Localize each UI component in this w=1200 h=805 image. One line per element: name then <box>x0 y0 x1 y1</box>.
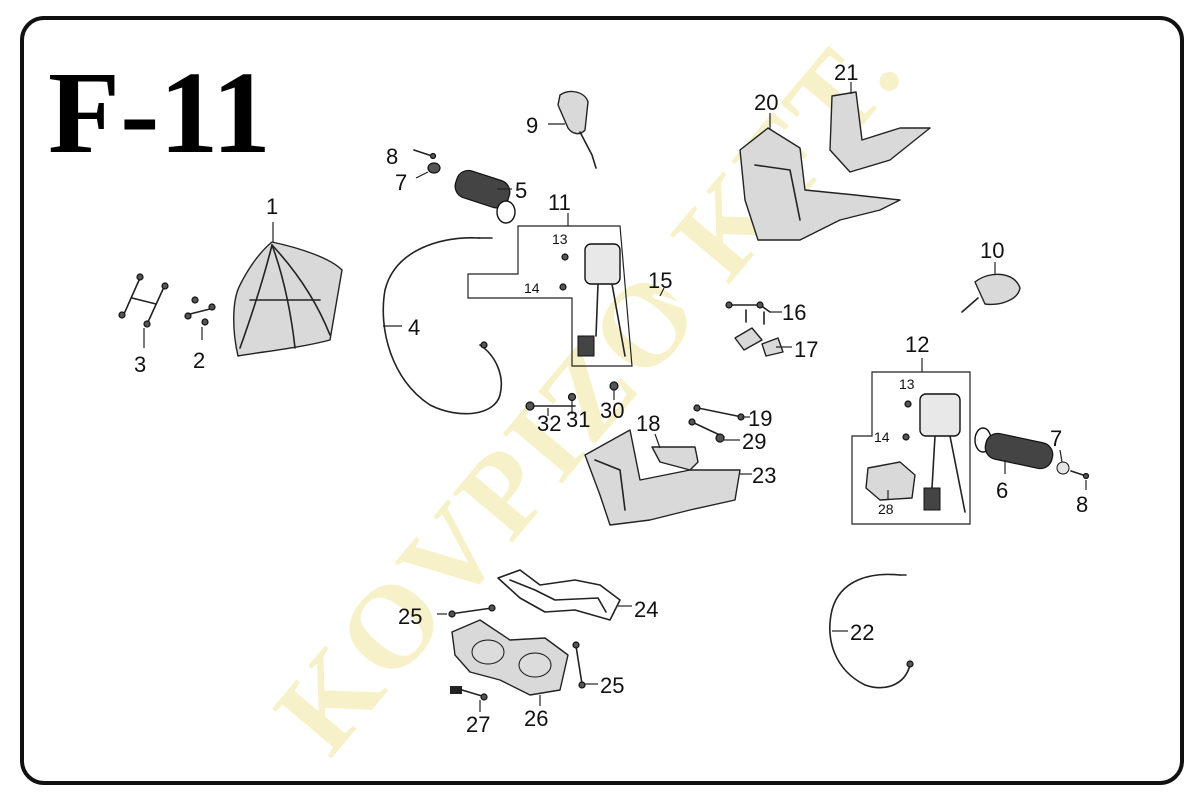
part-9-mirror <box>557 90 597 169</box>
callout-23: 23 <box>752 463 776 488</box>
callout-8-right: 8 <box>1076 492 1088 517</box>
callout-24: 24 <box>634 597 658 622</box>
callout-11: 11 <box>548 190 571 215</box>
callout-14-right: 14 <box>874 429 890 445</box>
callout-21: 21 <box>834 60 858 85</box>
callout-12: 12 <box>905 332 929 357</box>
callout-32: 32 <box>537 411 561 436</box>
callout-17: 17 <box>794 337 818 362</box>
callout-7-left: 7 <box>395 170 407 195</box>
callout-20: 20 <box>754 90 778 115</box>
part-20-front-cover <box>739 127 901 241</box>
callout-4: 4 <box>408 315 420 340</box>
part-17-clamp <box>734 327 784 357</box>
callout-28: 28 <box>878 501 894 517</box>
part-11-switch-box <box>467 225 633 367</box>
part-8-screw-right <box>1070 470 1090 480</box>
callout-22: 22 <box>850 620 874 645</box>
page-title: F-11 <box>48 47 271 178</box>
part-18-bracket <box>651 446 699 471</box>
callout-25-bottom: 25 <box>600 673 624 698</box>
part-7-weight <box>427 162 441 174</box>
callout-13-right: 13 <box>899 376 915 392</box>
callout-9: 9 <box>526 113 538 138</box>
part-30-nut <box>609 381 619 391</box>
callout-19: 19 <box>748 406 772 431</box>
part-22-cable <box>829 573 914 689</box>
part-25-screw-bottom <box>572 641 586 689</box>
callout-30: 30 <box>600 398 624 423</box>
callout-2: 2 <box>193 348 205 373</box>
diagram-frame <box>20 16 1184 785</box>
part-15-handlebar <box>652 293 868 388</box>
part-21-panel <box>829 91 931 173</box>
callout-14-left: 14 <box>524 280 540 296</box>
part-25-screw-top <box>448 604 496 618</box>
part-8-screw <box>413 149 437 160</box>
part-16-clamp-bolts <box>725 301 771 325</box>
callout-27: 27 <box>466 712 490 737</box>
part-4-cable <box>382 237 502 415</box>
callout-15: 15 <box>648 268 672 293</box>
part-31-32-bolt <box>525 392 577 411</box>
part-5-grip <box>454 169 516 224</box>
callout-13-left: 13 <box>552 231 568 247</box>
part-7-weight-right <box>1056 461 1070 475</box>
part-3-bracket <box>118 273 169 328</box>
part-24-trim <box>497 569 621 621</box>
part-2-nuts <box>184 296 216 326</box>
part-1-windscreen <box>233 241 343 357</box>
part-23-inner-cover <box>584 429 741 526</box>
callout-10: 10 <box>980 238 1004 263</box>
part-28-switch <box>865 461 916 501</box>
callout-1: 1 <box>266 194 278 219</box>
callout-16: 16 <box>782 300 806 325</box>
callout-6: 6 <box>996 478 1008 503</box>
callout-31: 31 <box>566 407 590 432</box>
part-12-switch-box <box>851 371 971 525</box>
callout-7-right: 7 <box>1050 426 1062 451</box>
part-10-mirror <box>961 273 1021 313</box>
callout-3: 3 <box>134 352 146 377</box>
part-29-bolt <box>688 418 725 443</box>
part-27-bulb <box>450 686 488 701</box>
callout-18: 18 <box>636 411 660 436</box>
callout-25-top: 25 <box>398 604 422 629</box>
callout-5: 5 <box>515 178 527 203</box>
callout-26: 26 <box>524 706 548 731</box>
part-26-housing <box>451 619 569 696</box>
callout-8-left: 8 <box>386 144 398 169</box>
part-6-grip <box>974 427 1054 470</box>
callout-29: 29 <box>742 429 766 454</box>
